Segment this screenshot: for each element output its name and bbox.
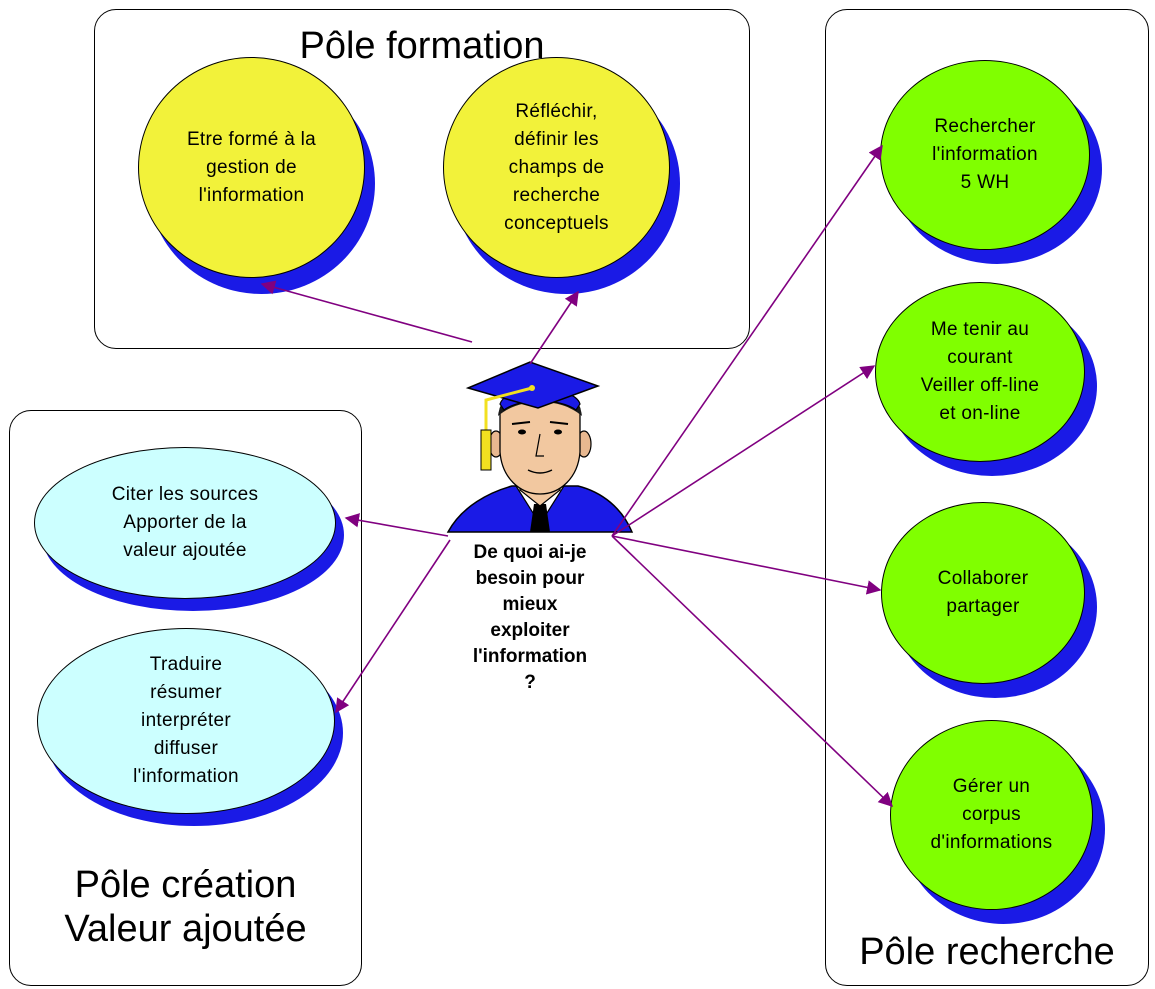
pole-recherche-title: Pôle recherche xyxy=(859,931,1115,973)
arrow-to-creation-node-1 xyxy=(344,513,449,537)
creation-node-1-label: Citer les sources Apporter de la valeur … xyxy=(111,484,259,561)
recherche-node-1: Rechercher l'information 5 WH xyxy=(880,60,1110,270)
recherche-node-4-label: Gérer un corpus d'informations xyxy=(930,776,1053,853)
formation-node-1: Etre formé à la gestion de l'information xyxy=(138,57,378,297)
arrow-to-recherche-node-1 xyxy=(611,144,883,537)
arrow-to-formation-node-2 xyxy=(529,290,579,365)
arrow-to-recherche-node-3 xyxy=(611,535,882,595)
recherche-node-3: Collaborer partager xyxy=(881,502,1106,702)
pole-formation-title: Pôle formation xyxy=(299,25,545,67)
creation-node-2-label: Traduire résumer interpréter diffuser l'… xyxy=(133,654,239,787)
creation-node-2: Traduire résumer interpréter diffuser l'… xyxy=(37,628,357,828)
recherche-node-3-label: Collaborer partager xyxy=(937,568,1029,617)
arrow-to-creation-node-2 xyxy=(335,539,451,714)
formation-node-1-label: Etre formé à la gestion de l'information xyxy=(186,128,317,206)
recherche-node-2-label: Me tenir au courant Veiller off-line et … xyxy=(920,319,1040,424)
arrow-to-recherche-node-2 xyxy=(611,365,876,537)
recherche-node-1-label: Rechercher l'information 5 WH xyxy=(932,116,1038,193)
arrow-to-recherche-node-4 xyxy=(611,535,894,807)
formation-node-2: Réfléchir, définir les champs de recherc… xyxy=(443,57,683,297)
arrow-to-formation-node-1 xyxy=(260,280,473,343)
recherche-node-2: Me tenir au courant Veiller off-line et … xyxy=(875,282,1105,482)
central-question: De quoi ai-je besoin pour mieux exploite… xyxy=(472,542,588,693)
creation-node-1: Citer les sources Apporter de la valeur … xyxy=(34,447,354,617)
pole-creation-title: Pôle création Valeur ajoutée xyxy=(64,864,307,950)
recherche-node-4: Gérer un corpus d'informations xyxy=(890,720,1115,930)
formation-node-2-label: Réfléchir, définir les champs de recherc… xyxy=(504,100,609,234)
